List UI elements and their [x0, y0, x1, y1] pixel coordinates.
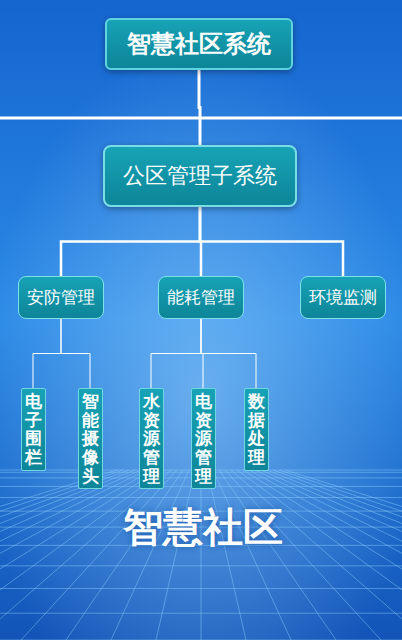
- module-box: 能耗管理: [158, 276, 244, 319]
- node-text: 智能摄像头: [82, 392, 99, 485]
- tree-connector: [199, 70, 200, 145]
- tree-connector: [200, 207, 343, 276]
- node-text: 安防管理: [27, 286, 95, 309]
- tree-connector: [61, 207, 200, 276]
- node-text: 公区管理子系统: [123, 161, 277, 191]
- tree-connector: [201, 319, 256, 388]
- node-text: 电子围栏: [25, 392, 42, 467]
- function-box: 水资源管理: [139, 388, 164, 489]
- node-text: 能耗管理: [167, 286, 235, 309]
- tree-connector: [151, 319, 201, 388]
- watermark-text: 智慧社区: [123, 500, 283, 555]
- title-box: 智慧社区系统: [105, 18, 293, 70]
- subsystem-box: 公区管理子系统: [103, 145, 297, 207]
- node-text: 环境监测: [309, 286, 377, 309]
- node-text: 水资源管理: [143, 392, 160, 485]
- module-box: 环境监测: [300, 276, 386, 319]
- function-box: 数据处理: [244, 388, 269, 471]
- function-box: 电子围栏: [21, 388, 46, 471]
- function-box: 电资源管理: [191, 388, 216, 489]
- tree-connector: [33, 319, 61, 388]
- node-text: 智慧社区系统: [127, 28, 271, 60]
- node-text: 数据处理: [248, 392, 265, 467]
- node-text: 电资源管理: [195, 392, 212, 485]
- function-box: 智能摄像头: [78, 388, 103, 489]
- module-box: 安防管理: [18, 276, 104, 319]
- tree-connector: [61, 319, 90, 388]
